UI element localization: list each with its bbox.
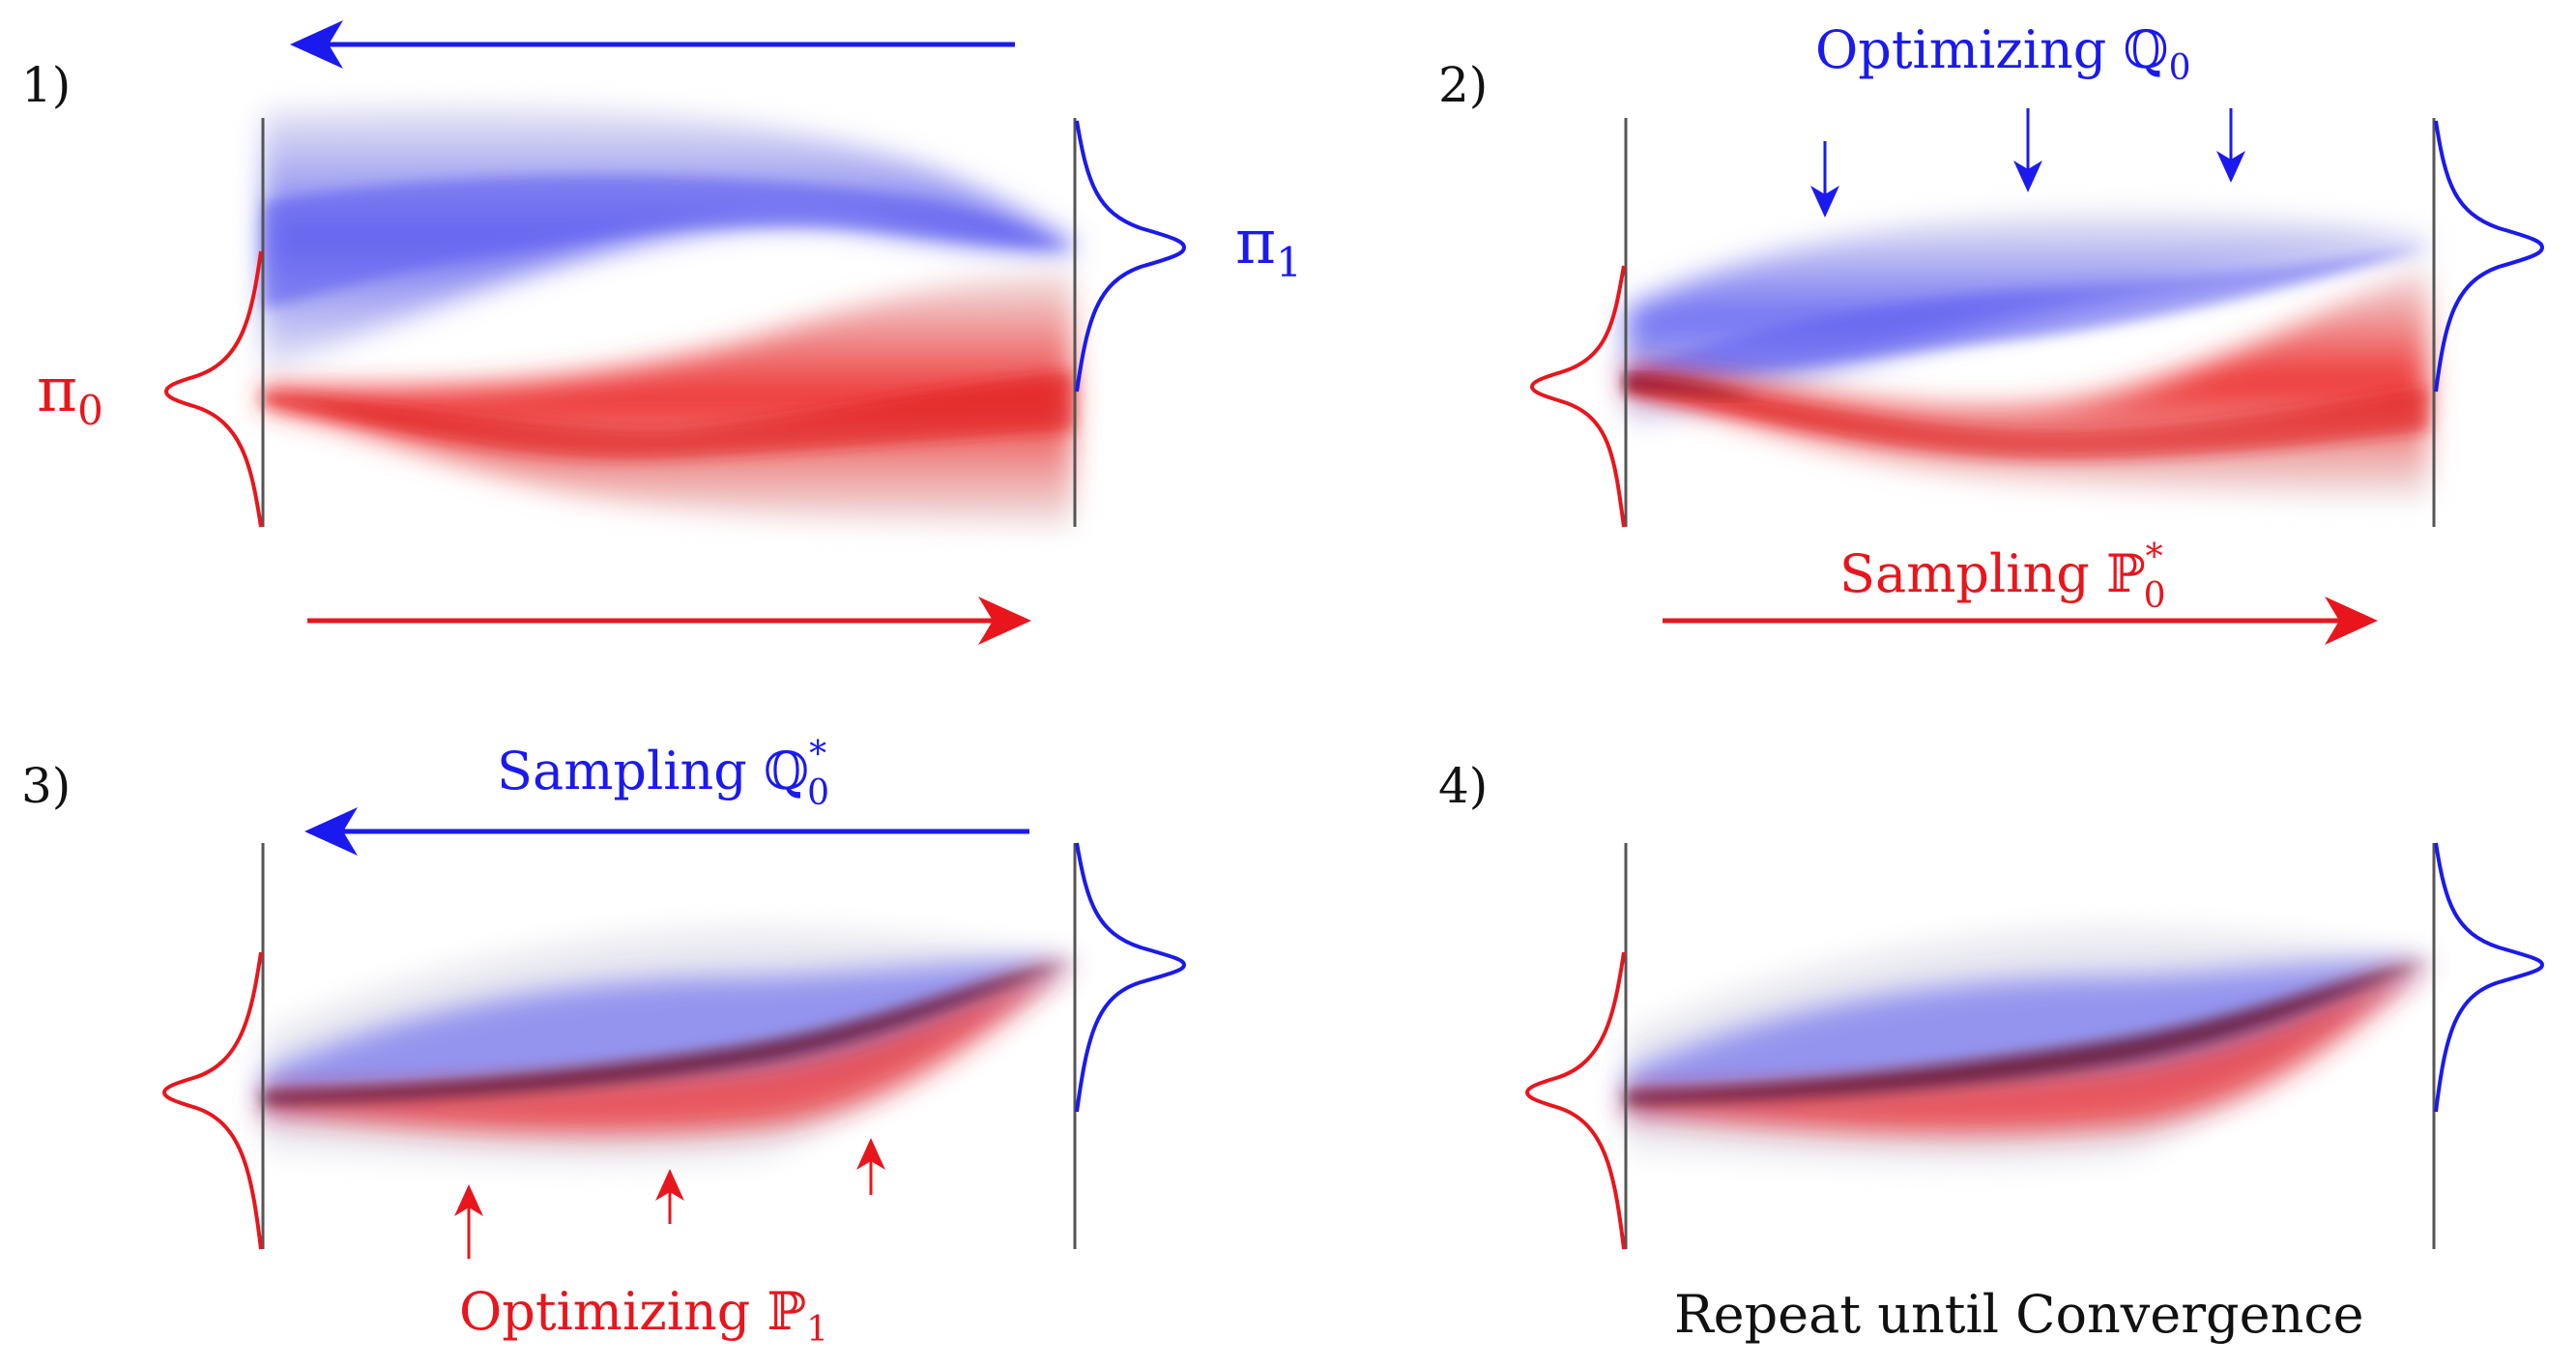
panel-3-blue-band: [263, 960, 1073, 1112]
panel-3-pi0-density: [161, 951, 263, 1250]
panel-3-pi1-density: [1075, 842, 1187, 1113]
panel-4-blue-band: [1626, 960, 2428, 1112]
panel-2-pi1-density: [2434, 120, 2545, 393]
panel-1-pi1-density: [1075, 120, 1187, 393]
panel-1-pi0-label: π0: [37, 355, 103, 434]
panel-2-top-label: Optimizing ℚ0: [1815, 19, 2190, 88]
panel-4-number: 4): [1438, 758, 1488, 814]
panel-2-bottom-label: Sampling ℙ*0: [1839, 538, 2166, 616]
panel-3-bottom-label: Optimizing ℙ1: [459, 1281, 828, 1350]
panel-1-number: 1): [21, 57, 71, 113]
panel-3: 3) Sampling ℚ*0 Optimizing ℙ1: [21, 735, 1187, 1350]
panel-1-pi1-label: π1: [1235, 207, 1302, 286]
panel-1-red-band: [263, 271, 1073, 527]
panel-1-pi0-density: [163, 250, 263, 528]
panel-2: 2) Optimizing ℚ0 Sampling ℙ*0: [1438, 19, 2545, 645]
panel-4-dark-core: [1626, 962, 2428, 1104]
panel-2-pi0-density: [1529, 265, 1626, 528]
panel-2-number: 2): [1438, 57, 1488, 113]
panel-4-pi0-density: [1524, 951, 1626, 1250]
panel-3-number: 3): [21, 758, 71, 814]
panel-1-blue-core: [263, 175, 1073, 309]
panel-2-blue-core: [1626, 247, 2428, 387]
panel-1-blue-band: [263, 104, 1073, 372]
panel-4-caption: Repeat until Convergence: [1674, 1284, 2364, 1345]
panel-3-top-label: Sampling ℚ*0: [497, 735, 829, 813]
panel-1-red-core: [263, 372, 1073, 460]
panel-4-pi1-density: [2434, 842, 2545, 1113]
panel-1: 1) π0 π1: [21, 20, 1302, 645]
panel-3-dark-core: [263, 962, 1073, 1104]
panel-2-red-core: [1626, 377, 2428, 460]
panel-2-dark-overlap: [1626, 375, 1759, 398]
panel-4: 4) Repeat until Convergence: [1438, 758, 2545, 1345]
